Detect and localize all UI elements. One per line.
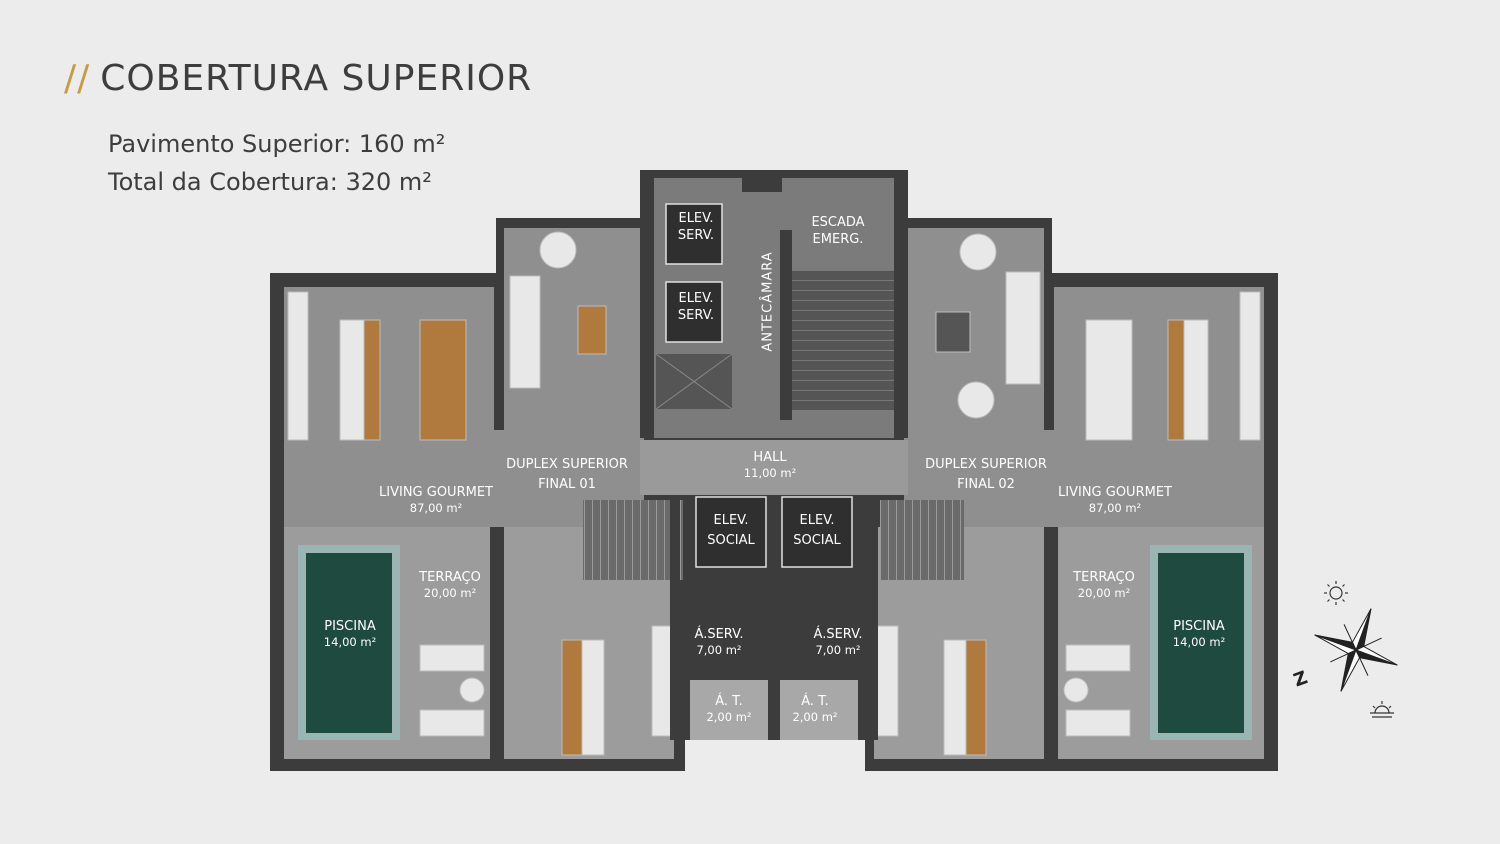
pools bbox=[298, 545, 1252, 740]
label-elev-social-2: ELEV.SOCIAL bbox=[793, 513, 841, 548]
sunset-icon bbox=[1370, 701, 1394, 718]
page-title: //COBERTURA SUPERIOR bbox=[64, 58, 532, 99]
furniture bbox=[287, 231, 1261, 756]
label-elev-serv-1: ELEV.SERV. bbox=[677, 211, 715, 243]
label-elev-serv-2: ELEV.SERV. bbox=[677, 291, 715, 323]
service-elevators bbox=[655, 203, 733, 410]
area-pavimento: Pavimento Superior: 160 m² bbox=[108, 130, 446, 158]
label-at-left: Á. T.2,00 m² bbox=[706, 694, 752, 724]
interior-walls bbox=[490, 178, 1058, 759]
label-antecamara: ANTECÂMARA bbox=[760, 251, 776, 352]
label-at-right: Á. T.2,00 m² bbox=[792, 694, 838, 724]
label-aserv-right: Á.SERV.7,00 m² bbox=[813, 627, 863, 657]
stairs bbox=[583, 270, 964, 580]
title-prefix: // bbox=[64, 58, 91, 99]
social-elevators bbox=[695, 496, 853, 568]
label-elev-social-1: ELEV.SOCIAL bbox=[707, 513, 755, 548]
title-text: COBERTURA SUPERIOR bbox=[100, 58, 533, 99]
area-total: Total da Cobertura: 320 m² bbox=[108, 168, 432, 196]
label-aserv-left: Á.SERV.7,00 m² bbox=[694, 627, 744, 657]
sun-icon bbox=[1324, 581, 1348, 605]
compass-rose-icon: Z bbox=[1291, 581, 1398, 718]
north-letter: Z bbox=[1291, 667, 1310, 691]
